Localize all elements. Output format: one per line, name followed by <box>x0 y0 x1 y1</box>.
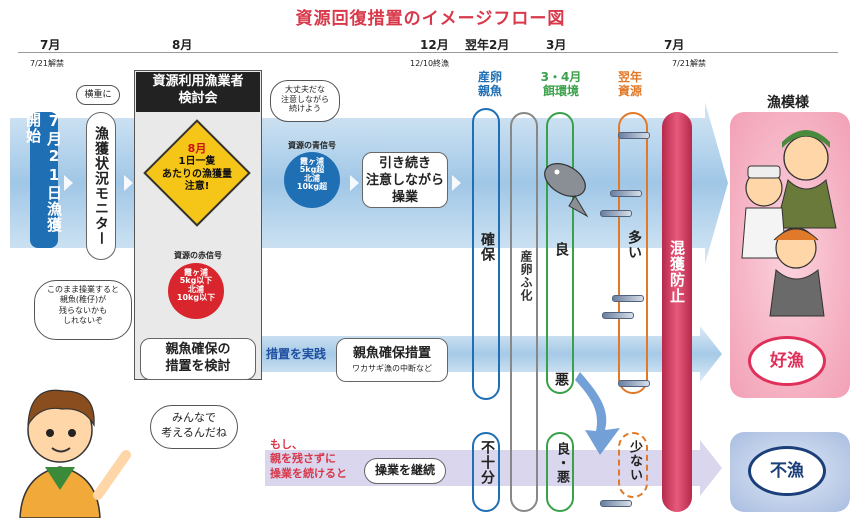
down-arrow <box>575 372 620 455</box>
timeline-month-aug: 8月 <box>172 38 193 52</box>
good-catch-badge: 好漁 <box>748 336 826 386</box>
environment-header: 3・4月 餌環境 <box>540 70 582 99</box>
wakasagi-fish-icon <box>602 312 634 319</box>
open-date-note: 7/21解禁 <box>30 59 64 68</box>
many-label: 多い <box>626 230 642 260</box>
chevron-icon <box>64 175 73 191</box>
hatch-pill <box>510 112 538 512</box>
council-title: 資源利用漁業者 検討会 <box>136 72 260 112</box>
wakasagi-fish-icon <box>612 295 644 302</box>
warning-label: もし、 親を残さずに 操業を続けると <box>270 438 347 480</box>
chevron-icon <box>452 175 461 191</box>
environment-good-label: 良 <box>553 242 569 257</box>
close-date-note: 12/10終漁 <box>410 59 450 68</box>
timeline-month-dec: 12月 <box>420 38 449 52</box>
continue-operation-box: 引き続き 注意しながら 操業 <box>362 152 448 208</box>
wakasagi-fish-icon <box>600 210 632 217</box>
worry-note-bubble: このまま操業すると 親魚(稚仔)が 残らないかも しれないぞ <box>34 280 132 340</box>
ok-note-bubble: 大丈夫だな 注意しながら 続けよう <box>270 80 340 122</box>
consider-measures-box: 親魚確保の 措置を検討 <box>140 338 256 380</box>
monitor-note-bubble: 横重に <box>76 85 120 105</box>
red-signal: 霞ヶ浦 5kg以下 北浦 10kg以下 <box>168 263 224 319</box>
keep-fishing-box: 操業を継続 <box>364 458 446 484</box>
wakasagi-fish-icon <box>610 190 642 197</box>
caution-diamond: 8月 1日一隻 あたりの漁獲量 注意! <box>142 118 252 228</box>
few-label: 少ない <box>627 440 642 482</box>
timeline-month-jul-next: 7月 <box>664 38 685 52</box>
measure-title: 親魚確保措置 <box>352 346 431 361</box>
next-year-pill <box>618 112 648 394</box>
blue-signal-caption: 資源の青信号 <box>288 141 336 150</box>
environment-mixed-pill <box>546 432 574 512</box>
red-signal-caption: 資源の赤信号 <box>174 251 222 260</box>
diagram-title: 資源回復措置のイメージフロー図 <box>295 9 566 29</box>
environment-mixed-label: 良・悪 <box>554 442 569 484</box>
chevron-icon <box>350 175 359 191</box>
caution-text: 1日一隻 あたりの漁獲量 注意! <box>162 156 232 192</box>
wakasagi-fish-icon <box>618 132 650 139</box>
wakasagi-fish-icon <box>600 500 632 507</box>
catfish-icon <box>544 163 589 218</box>
timeline-month-jul: 7月 <box>40 38 61 52</box>
spawning-header: 産卵 親魚 <box>477 70 502 99</box>
measure-box: 親魚確保措置 ワカサギ漁の中断など <box>336 338 448 382</box>
fishermen-illustration <box>741 130 837 317</box>
wakasagi-fish-icon <box>618 380 650 387</box>
hatch-label: 産卵ふ化 <box>519 250 533 302</box>
fishing-start-label: 7月21日漁獲開始 <box>24 112 63 248</box>
monitor-box: 漁獲状況モニター <box>86 112 116 260</box>
implement-label: 措置を実践 <box>266 347 327 361</box>
open-next-date-note: 7/21解禁 <box>672 59 706 68</box>
boy-character <box>19 389 131 518</box>
timeline-line <box>18 52 838 53</box>
catch-state-header: 漁模様 <box>767 95 809 111</box>
poor-catch-badge: 不漁 <box>748 446 826 496</box>
timeline-month-mar: 3月 <box>546 38 567 52</box>
caution-month: 8月 <box>187 142 207 155</box>
measure-subtitle: ワカサギ漁の中断など <box>352 364 432 373</box>
bycatch-prevention-bar <box>662 112 692 512</box>
fishing-start-text: 7月21日漁獲開始 <box>24 112 63 233</box>
few-pill <box>618 432 648 498</box>
chevron-icon <box>124 175 133 191</box>
timeline-month-feb: 翌年2月 <box>465 38 510 52</box>
bycatch-label: 混獲防止 <box>668 240 686 304</box>
next-year-header: 翌年 資源 <box>617 70 642 99</box>
environment-bad-label: 悪 <box>553 372 569 387</box>
kid-speech-bubble: みんなで 考えるんだね <box>150 405 238 449</box>
environment-pill <box>546 112 574 394</box>
insufficient-pill <box>472 432 500 512</box>
blue-signal: 霞ヶ浦 5kg超 北浦 10kg超 <box>284 152 340 208</box>
secured-label: 確保 <box>479 232 495 262</box>
insufficient-label: 不十分 <box>479 440 495 485</box>
spawning-pill <box>472 108 500 400</box>
